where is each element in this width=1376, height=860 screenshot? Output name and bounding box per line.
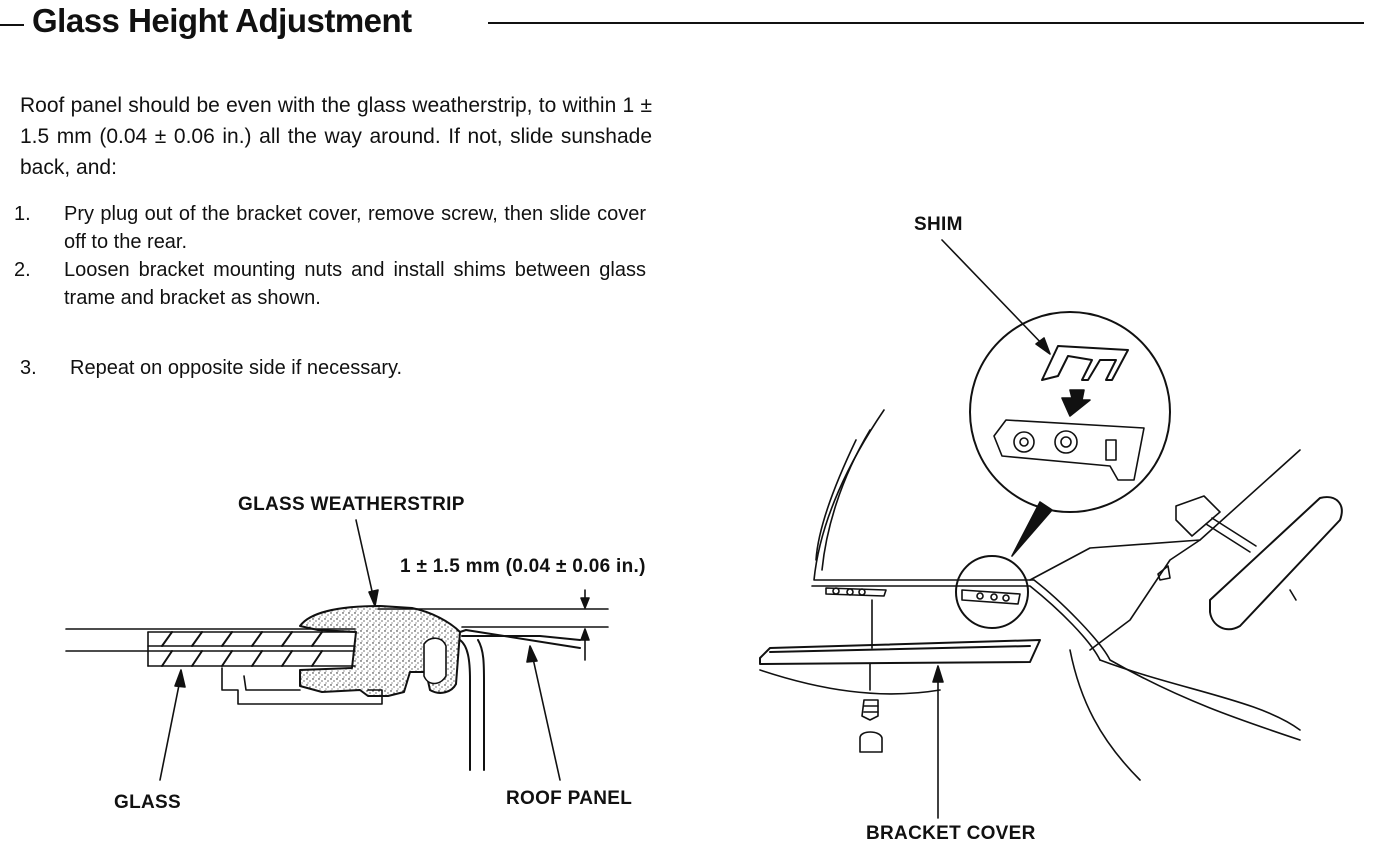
page-title: Glass Height Adjustment (32, 2, 412, 39)
plug-part (859, 731, 883, 753)
glass-panes (65, 628, 356, 667)
bracket-part (993, 419, 1145, 481)
detail-origin-circle (955, 555, 1029, 629)
down-arrow-icon (1061, 389, 1091, 417)
intro-paragraph: Roof panel should be even with the glass… (20, 94, 652, 179)
detail-zoom-circle (969, 311, 1171, 513)
label-dimension: 1 ± 1.5 mm (0.04 ± 0.06 in.) (400, 556, 646, 577)
leader-lines (159, 519, 561, 781)
weatherstrip-bulb (423, 637, 447, 685)
label-glass: GLASS (114, 792, 181, 813)
label-shim: SHIM (914, 214, 963, 235)
step-text: Repeat on opposite side if necessary. (70, 357, 403, 379)
step-2: 2. Loosen bracket mounting nuts and inst… (14, 256, 646, 312)
step-number: 3. (20, 357, 37, 379)
screw-part (861, 699, 879, 721)
label-glass-weatherstrip: GLASS WEATHERSTRIP (238, 494, 465, 515)
weatherstrip-body (299, 605, 461, 697)
roof-panel (459, 629, 581, 771)
roof-opening (759, 409, 1301, 781)
step-1: 1. Pry plug out of the bracket cover, re… (14, 200, 646, 256)
title-rule-left (0, 24, 24, 26)
step-3: 3. Repeat on opposite side if necessary. (20, 354, 652, 384)
rearview-mirror (1175, 495, 1343, 631)
shim-part (1041, 345, 1129, 381)
zoom-connector (1011, 501, 1053, 557)
step-number: 1. (14, 203, 31, 225)
bracket-small (825, 587, 1021, 605)
title-rule-right (488, 22, 1364, 24)
step-text: Loosen bracket mounting nuts and install… (64, 259, 646, 309)
step-text: Pry plug out of the bracket cover, remov… (64, 203, 646, 253)
step-number: 2. (14, 259, 31, 281)
dimension-marker (377, 589, 609, 661)
leader-lines-right (932, 239, 1051, 819)
bracket-cover (759, 639, 1041, 665)
label-roof-panel: ROOF PANEL (506, 788, 633, 809)
label-bracket-cover: BRACKET COVER (866, 823, 1036, 844)
